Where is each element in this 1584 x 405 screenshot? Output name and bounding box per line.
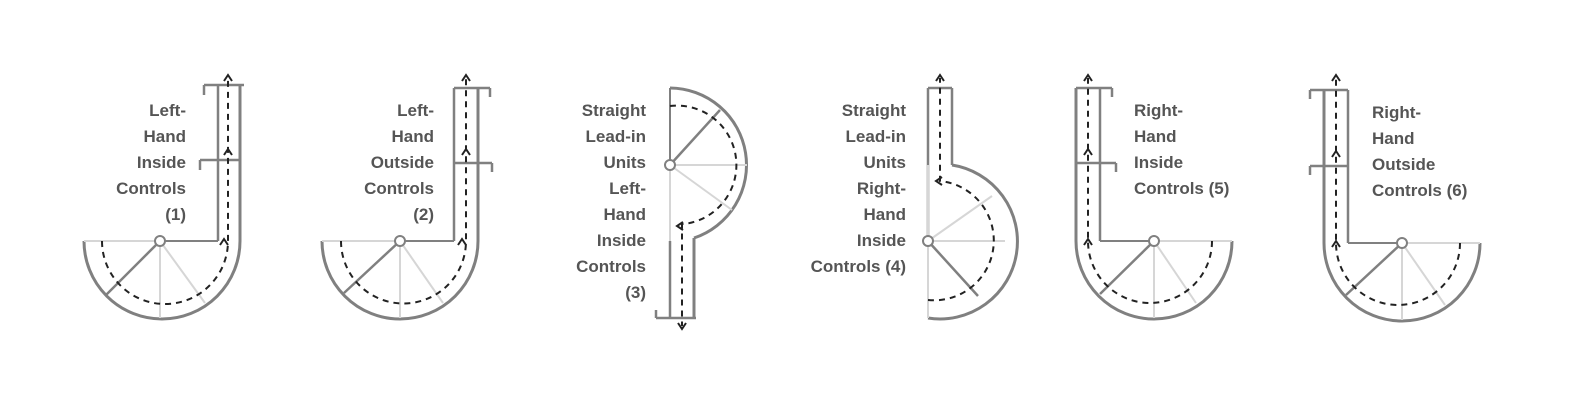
unit-3-label: Straight Lead-in Units Left- Hand Inside… — [546, 98, 646, 306]
stair-unit-3 — [654, 86, 748, 331]
unit-1-label: Left- Hand Inside Controls (1) — [90, 98, 186, 228]
label-line: Controls — [364, 179, 434, 198]
unit-4-label: Straight Lead-in Units Right- Hand Insid… — [786, 98, 906, 280]
label-line: Lead-in — [845, 127, 906, 146]
label-line: Lead-in — [585, 127, 646, 146]
label-line: Straight — [581, 101, 646, 120]
stair-unit-1 — [82, 74, 244, 321]
label-line: Inside — [1134, 153, 1184, 172]
label-line: Inside — [856, 231, 906, 250]
stair-unit-2 — [320, 74, 494, 321]
label-line: Inside — [136, 153, 186, 172]
label-line: Units — [603, 153, 647, 172]
label-line: Right- — [856, 179, 906, 198]
unit-6-label: Right- Hand Outside Controls (6) — [1372, 100, 1502, 204]
label-line: Straight — [841, 101, 906, 120]
label-line: (1) — [165, 205, 186, 224]
stair-unit-5 — [1074, 74, 1234, 321]
label-line: Units — [863, 153, 907, 172]
label-line: Hand — [603, 205, 647, 224]
label-line: Controls — [576, 257, 646, 276]
label-line: Hand — [391, 127, 435, 146]
label-line: Hand — [143, 127, 187, 146]
label-line: Controls (5) — [1134, 179, 1230, 198]
label-line: Right- — [1134, 101, 1184, 120]
stair-unit-6 — [1308, 74, 1482, 323]
label-line: Hand — [863, 205, 907, 224]
unit-5-label: Right- Hand Inside Controls (5) — [1134, 98, 1264, 202]
label-line: (3) — [625, 283, 646, 302]
stair-unit-4 — [922, 74, 1019, 321]
label-line: Outside — [1372, 155, 1436, 174]
label-line: Right- — [1372, 103, 1422, 122]
unit-2-label: Left- Hand Outside Controls (2) — [334, 98, 434, 228]
label-line: Controls (4) — [810, 257, 906, 276]
label-line: Left- — [397, 101, 434, 120]
label-line: Controls — [116, 179, 186, 198]
label-line: Left- — [149, 101, 186, 120]
label-line: Hand — [1134, 127, 1177, 146]
label-line: (2) — [413, 205, 434, 224]
label-line: Controls (6) — [1372, 181, 1468, 200]
label-line: Outside — [370, 153, 434, 172]
label-line: Inside — [596, 231, 646, 250]
label-line: Hand — [1372, 129, 1415, 148]
label-line: Left- — [609, 179, 646, 198]
